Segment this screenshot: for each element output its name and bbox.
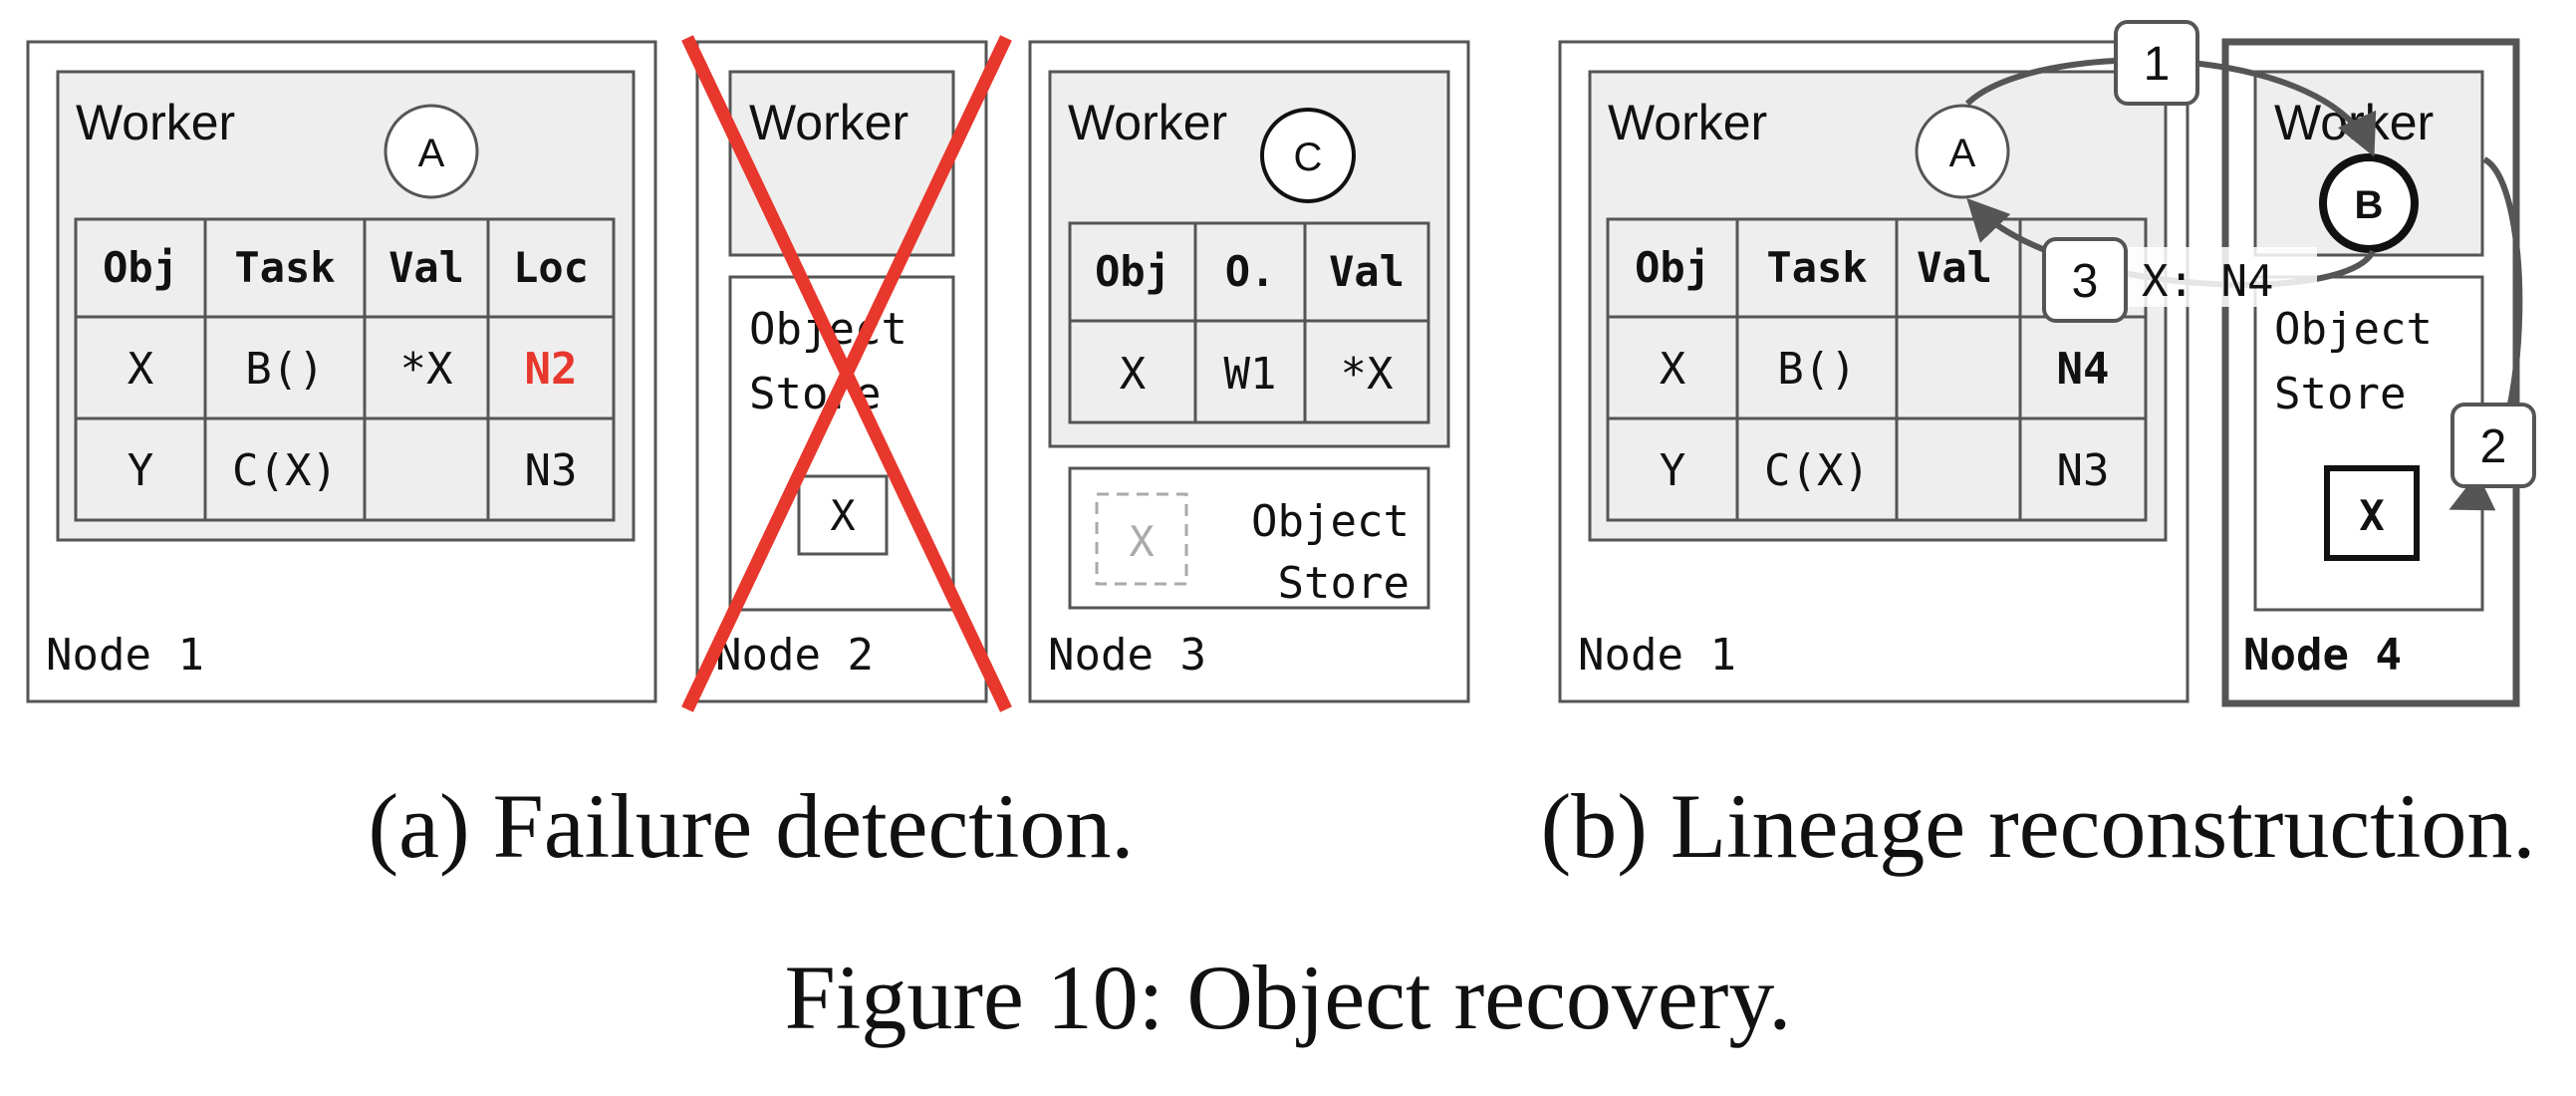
panel-b: Worker A Obj Task Val X B() N4 Y C(X) bbox=[1541, 20, 2536, 877]
object-table: Obj O. Val X W1 *X bbox=[1068, 221, 1430, 424]
table-cell: X bbox=[128, 344, 154, 395]
location-update-message: X: N4 bbox=[2142, 256, 2273, 307]
task-circle-reexecuted bbox=[2319, 153, 2419, 253]
task-circle-label: B bbox=[2355, 183, 2384, 227]
object-store-label: Object bbox=[2274, 304, 2433, 355]
table-cell: B() bbox=[1777, 344, 1856, 395]
table-header: Task bbox=[234, 243, 335, 292]
step-number: 3 bbox=[2072, 255, 2099, 308]
table-cell: C(X) bbox=[232, 445, 338, 496]
table-cell: B() bbox=[245, 344, 324, 395]
missing-object bbox=[1095, 492, 1188, 586]
step-number: 2 bbox=[2480, 420, 2507, 473]
panel-b-node-4: Worker B Object Store X Node 4 bbox=[2221, 38, 2520, 707]
panel-a: Worker A Obj Task Val Loc X B() *X N2 Y … bbox=[26, 35, 1470, 877]
task-circle bbox=[384, 104, 479, 199]
table-cell: X bbox=[1120, 349, 1147, 400]
table-header: Loc bbox=[513, 243, 589, 292]
reconstructed-object bbox=[2324, 465, 2420, 561]
failure-cross-stroke bbox=[681, 35, 1012, 712]
object-store-label: Store bbox=[1278, 558, 1410, 609]
panel-a-node-1: Worker A Obj Task Val Loc X B() *X N2 Y … bbox=[26, 40, 657, 703]
table-cell: Y bbox=[1660, 445, 1686, 496]
table-cell: Y bbox=[128, 445, 154, 496]
table-cell: N3 bbox=[2057, 445, 2110, 496]
worker-label: Worker bbox=[1068, 95, 1227, 150]
message-box bbox=[2122, 247, 2317, 307]
stored-object-label: X bbox=[830, 491, 855, 540]
panel-a-caption: (a) Failure detection. bbox=[369, 775, 1135, 877]
table-header: Obj bbox=[1095, 247, 1170, 296]
table-cell: C(X) bbox=[1764, 445, 1870, 496]
panel-a-node-2: Worker Object Store X Node 2 bbox=[681, 35, 1012, 712]
table-cell: *X bbox=[400, 344, 453, 395]
step-number: 1 bbox=[2144, 38, 2171, 91]
panel-b-caption: (b) Lineage reconstruction. bbox=[1541, 775, 2536, 877]
table-cell: *X bbox=[1341, 349, 1394, 400]
table-header: Val bbox=[1917, 243, 1992, 292]
node-label: Node 1 bbox=[1578, 630, 1736, 681]
table-cell: W1 bbox=[1224, 349, 1277, 400]
table-cell: N3 bbox=[525, 445, 578, 496]
step-badge-3: 3 bbox=[2042, 237, 2128, 323]
node-label: Node 3 bbox=[1048, 630, 1206, 681]
object-table: Obj Task Val X B() N4 Y C(X) N3 bbox=[1606, 217, 2148, 522]
node-label: Node 2 bbox=[715, 630, 874, 681]
worker-label: Worker bbox=[76, 95, 235, 150]
object-table: Obj Task Val Loc X B() *X N2 Y C(X) N3 bbox=[74, 217, 616, 522]
location-cell-failed: N2 bbox=[525, 344, 578, 395]
stored-object bbox=[797, 474, 889, 556]
task-circle bbox=[1260, 108, 1356, 203]
panel-b-node-1: Worker A Obj Task Val X B() N4 Y C(X) bbox=[1558, 40, 2190, 703]
table-header: Val bbox=[388, 243, 464, 292]
object-store-label: Object bbox=[1251, 496, 1410, 547]
node-label: Node 1 bbox=[46, 630, 204, 681]
reconstructed-object-label: X bbox=[2359, 491, 2384, 540]
worker-label: Worker bbox=[749, 95, 908, 150]
panel-a-node-3: Worker C Obj O. Val X W1 *X X Object Sto… bbox=[1028, 40, 1470, 703]
table-header: O. bbox=[1225, 247, 1276, 296]
task-circle-label: C bbox=[1294, 136, 1323, 179]
task-circle-label: A bbox=[418, 132, 445, 175]
location-cell-updated: N4 bbox=[2057, 344, 2110, 395]
table-header: Val bbox=[1329, 247, 1405, 296]
step-badge-1: 1 bbox=[2114, 20, 2199, 106]
figure-caption: Figure 10: Object recovery. bbox=[785, 947, 1792, 1048]
table-header: Obj bbox=[1635, 243, 1710, 292]
missing-object-label: X bbox=[1129, 517, 1154, 566]
task-circle-label: A bbox=[1949, 132, 1976, 175]
worker-label: Worker bbox=[1608, 95, 1767, 150]
node-label: Node 4 bbox=[2243, 630, 2402, 681]
step-badge-2: 2 bbox=[2450, 403, 2536, 488]
table-cell: X bbox=[1660, 344, 1686, 395]
table-header: Obj bbox=[103, 243, 178, 292]
object-store-label: Store bbox=[2274, 369, 2406, 419]
table-header: Task bbox=[1766, 243, 1867, 292]
task-circle bbox=[1915, 104, 2010, 199]
